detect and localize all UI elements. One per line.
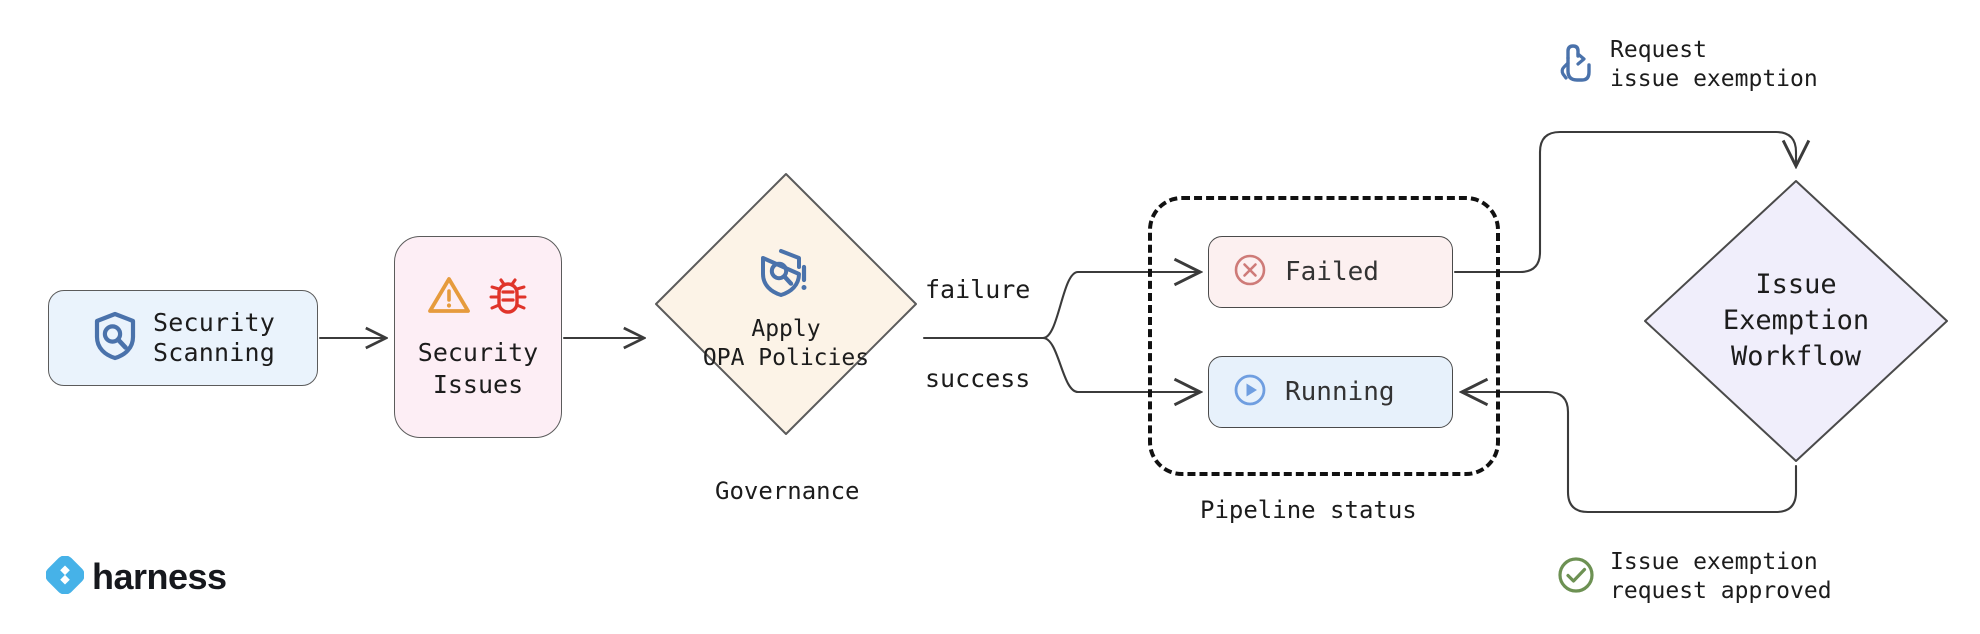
node-security-scanning[interactable]: Security Scanning [48,290,318,386]
diamond-shape-governance [655,173,917,435]
node-apply-opa-policies[interactable]: Apply OPA Policies [650,168,922,440]
group-pipeline-status [1148,196,1500,476]
warning-triangle-icon [427,275,471,319]
annotation-issue-exemption-approved-label: Issue exemption request approved [1610,549,1832,604]
caption-governance: Governance [715,477,860,505]
diamond-shape-exemption-workflow [1644,180,1948,462]
edge-label-failure: failure [925,275,1031,304]
node-issue-exemption-workflow[interactable]: Issue Exemption Workflow [1640,176,1952,466]
status-chip-failed-label: Failed [1285,257,1379,287]
node-governance-label: Apply OPA Policies [702,316,870,371]
shield-alert-icon [760,247,812,305]
annotation-request-issue-exemption-label: Request issue exemption [1610,37,1818,92]
caption-pipeline-status: Pipeline status [1200,496,1417,524]
play-circle-icon [1233,373,1267,411]
x-circle-icon [1233,253,1267,291]
click-hand-icon [1556,41,1596,89]
harness-wordmark: harness [92,556,227,597]
status-chip-running-label: Running [1285,377,1395,407]
annotation-request-issue-exemption: Request issue exemption [1556,36,1818,94]
annotation-issue-exemption-approved: Issue exemption request approved [1556,548,1832,606]
edge-label-success: success [925,364,1031,393]
status-chip-running[interactable]: Running [1208,356,1453,428]
harness-logo: harness [45,555,227,598]
check-circle-icon [1556,555,1596,599]
status-chip-failed[interactable]: Failed [1208,236,1453,308]
shield-search-icon [91,310,139,366]
harness-diamond-logo [45,555,85,598]
node-security-issues[interactable]: Security Issues [394,236,562,438]
node-exemption-workflow-label: Issue Exemption Workflow [1722,268,1870,373]
node-security-issues-label: Security Issues [417,337,539,400]
security-issues-icon-row [427,273,529,321]
node-security-scanning-label: Security Scanning [152,307,275,368]
bug-icon [487,273,529,321]
